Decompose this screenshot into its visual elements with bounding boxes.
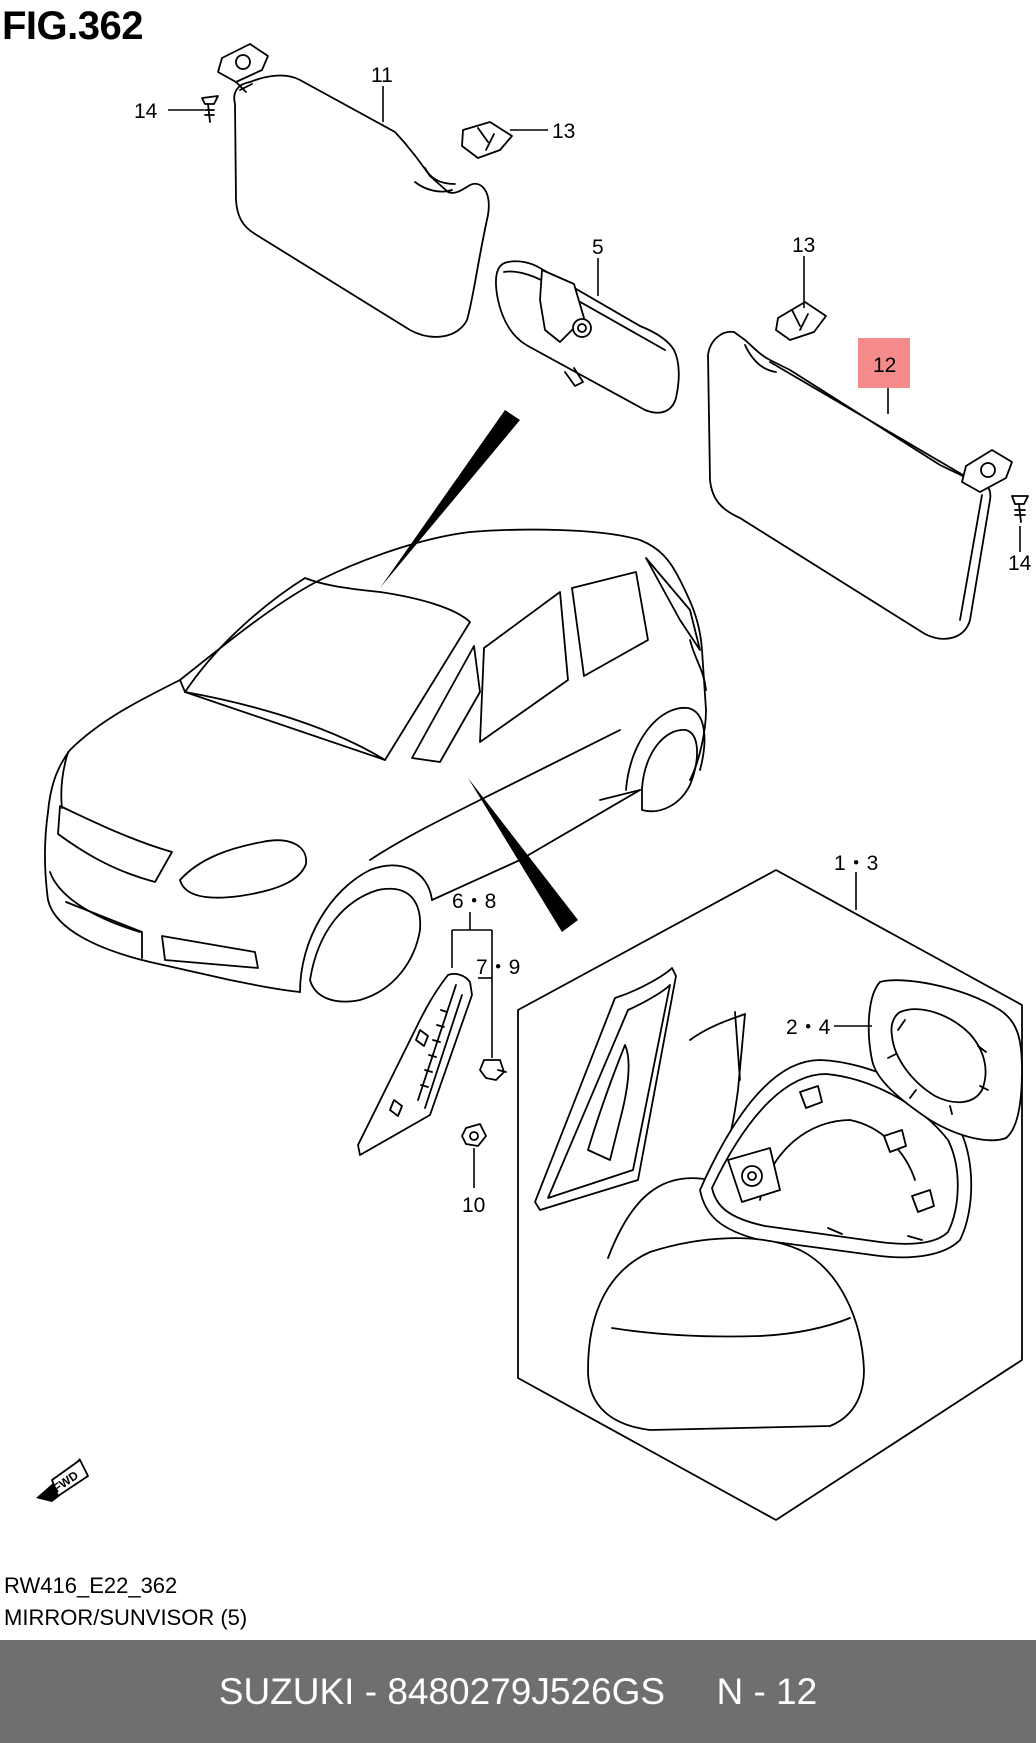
clip-left <box>461 121 513 159</box>
callout-13-left[interactable]: 13 <box>552 120 575 143</box>
rear-view-mirror[interactable] <box>495 260 680 414</box>
callout-1-3[interactable]: 1・3 <box>834 852 878 875</box>
callout-12[interactable]: 12 <box>873 354 896 377</box>
footer-bar: SUZUKI - 8480279J526GS N - 12 <box>0 1640 1036 1743</box>
highlight-box <box>858 338 910 388</box>
callout-13-right[interactable]: 13 <box>792 234 815 257</box>
mirror-cover[interactable] <box>587 1237 865 1431</box>
callout-14-right[interactable]: 14 <box>1008 552 1032 575</box>
visor-hinge-right <box>961 449 1013 493</box>
mirror-housing[interactable] <box>607 1011 973 1259</box>
callout-labels: 11 14 13 5 13 12 14 1・3 6・8 7・9 2・4 10 <box>134 64 1032 1217</box>
callout-2-4[interactable]: 2・4 <box>786 1016 831 1039</box>
callout-14-left[interactable]: 14 <box>134 100 158 123</box>
figure-title: FIG.362 <box>2 4 144 48</box>
parts-diagram: FWD 11 14 13 5 13 12 14 1・3 6・8 7・9 2・4 … <box>36 43 1032 1521</box>
sun-visor-left[interactable] <box>233 74 490 338</box>
callout-5[interactable]: 5 <box>592 236 604 259</box>
nut <box>461 1123 487 1147</box>
outside-mirror-detail-box <box>517 869 1023 1521</box>
figure-caption: MIRROR/SUNVISOR (5) <box>4 1605 248 1630</box>
push-clip <box>479 1059 507 1081</box>
pointer-wedge-upper <box>380 410 520 588</box>
fwd-direction-arrow: FWD <box>36 1458 89 1502</box>
vehicle-outline <box>44 528 707 1003</box>
pillar-garnish[interactable] <box>357 972 473 1156</box>
footer-part-number: SUZUKI - 8480279J526GS N - 12 <box>218 1671 818 1712</box>
screw-left <box>201 95 219 123</box>
screw-right <box>1011 495 1029 523</box>
pointer-wedge-lower <box>468 778 578 932</box>
callout-7-9[interactable]: 7・9 <box>476 956 520 979</box>
sun-visor-right[interactable] <box>707 330 992 640</box>
mirror-base-gasket <box>534 967 677 1211</box>
callout-10[interactable]: 10 <box>462 1194 485 1217</box>
leader-lines <box>168 86 1021 1188</box>
clip-right <box>775 301 827 341</box>
drawing-code: RW416_E22_362 <box>4 1573 178 1598</box>
callout-11[interactable]: 11 <box>371 64 393 87</box>
visor-hinge-left <box>217 43 269 93</box>
callout-6-8[interactable]: 6・8 <box>452 890 496 913</box>
mirror-glass[interactable] <box>867 979 1023 1142</box>
